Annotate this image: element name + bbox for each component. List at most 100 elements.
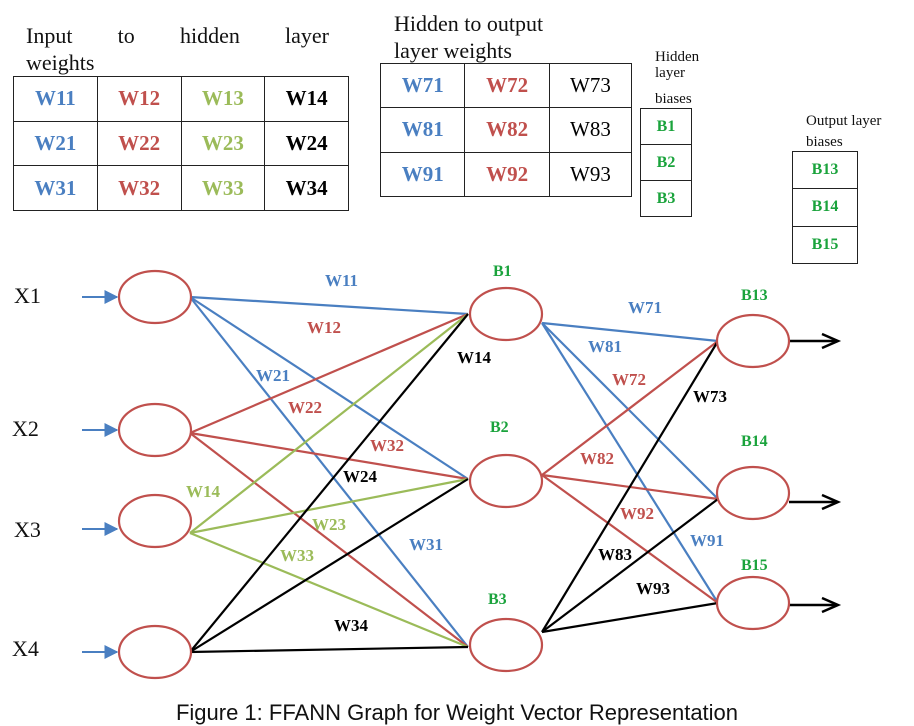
- hidden-bias-label: B3: [488, 591, 507, 608]
- table-row: W91 W92 W93: [379, 151, 633, 198]
- output-bias-label: B15: [741, 557, 768, 574]
- table-cell: W83: [548, 107, 633, 153]
- table-row: W31 W32 W33 W34: [13, 165, 349, 211]
- ob-title-line1: Output layer: [806, 113, 882, 129]
- hb-title-line1: Hidden: [655, 49, 700, 65]
- edge-w83: [541, 498, 719, 633]
- input-label: X2: [12, 416, 39, 441]
- hidden-bias-table: B1 B2 B3: [640, 108, 692, 217]
- edge-w33: [189, 531, 469, 649]
- table-cell: W82: [464, 107, 550, 153]
- table-cell: B13: [792, 150, 858, 190]
- hidden-bias-label: B1: [493, 263, 512, 280]
- input-label: X3: [14, 517, 41, 542]
- edge-w92: [541, 474, 719, 604]
- edge-w72: [541, 340, 719, 476]
- table-cell: W13: [180, 76, 266, 122]
- input-label: X1: [14, 283, 41, 308]
- table-cell: W93: [548, 151, 633, 198]
- hidden-node: [468, 286, 544, 342]
- input-label: X4: [12, 636, 39, 661]
- edge-weight-label: W73: [693, 387, 727, 406]
- edge-weight-label: W22: [288, 398, 322, 417]
- edges-layer: [189, 295, 719, 654]
- table-cell: W23: [180, 120, 266, 167]
- edge-w71: [541, 321, 719, 343]
- edge-w73: [541, 340, 719, 633]
- output-node: [715, 465, 791, 521]
- input-node: [117, 624, 193, 680]
- edge-w12: [189, 312, 469, 435]
- edge-w21: [189, 296, 469, 480]
- io-arrows-layer: [82, 290, 842, 659]
- table-cell: B15: [792, 225, 858, 265]
- ih-title-word: hidden: [179, 23, 240, 48]
- edge-weight-label: W23: [312, 515, 346, 534]
- input-node: [117, 402, 193, 458]
- edge-weight-label: W83: [598, 545, 632, 564]
- edge-weight-label: W24: [343, 467, 378, 486]
- table-cell: B1: [640, 108, 692, 145]
- edge-weight-label: W71: [628, 298, 662, 317]
- nodes-layer: [117, 269, 791, 680]
- input-node: [117, 493, 193, 549]
- ih-title-word: to: [117, 23, 135, 48]
- edge-weight-label: W31: [409, 535, 443, 554]
- hidden-node: [468, 617, 544, 673]
- output-bias-label: B14: [741, 433, 768, 450]
- hidden-output-weights-table: W71 W72 W73 W81 W82 W83 W91 W92 W93: [379, 62, 633, 198]
- table-cell: W92: [464, 151, 550, 198]
- edge-weight-label: W82: [580, 449, 614, 468]
- table-row: B3: [640, 180, 692, 217]
- edge-w34: [189, 645, 469, 654]
- output-node: [715, 313, 791, 369]
- table-cell: B3: [640, 180, 692, 217]
- edge-weight-label: W72: [612, 370, 646, 389]
- hidden-node: [468, 453, 544, 509]
- table-cell: W14: [264, 76, 349, 122]
- table-cell: W72: [464, 62, 550, 109]
- edge-w81: [541, 322, 719, 500]
- edge-weight-label: W14: [457, 348, 492, 367]
- output-node: [715, 575, 791, 631]
- edge-w22: [189, 431, 469, 481]
- hidden-bias-label: B2: [490, 419, 509, 436]
- edge-w91: [541, 322, 719, 604]
- edge-weight-label: W12: [307, 318, 341, 337]
- edge-weight-label: W92: [620, 504, 654, 523]
- ho-table-title-line2: layer weights: [394, 38, 512, 63]
- edge-weight-label: W91: [690, 531, 724, 550]
- edge-w13: [189, 313, 469, 534]
- output-arrow-icon: [789, 596, 842, 614]
- table-cell: W31: [13, 165, 98, 211]
- table-row: B1: [640, 108, 692, 145]
- ih-title-word: Input: [26, 23, 73, 48]
- table-cell: W33: [180, 165, 266, 211]
- edge-w31: [189, 296, 469, 648]
- output-bias-table: B13 B14 B15: [792, 150, 858, 265]
- edge-weight-label: W81: [588, 337, 622, 356]
- table-row: W21 W22 W23 W24: [13, 120, 349, 167]
- table-cell: W91: [379, 151, 466, 198]
- edge-w23: [189, 477, 469, 535]
- figure-caption: Figure 1: FFANN Graph for Weight Vector …: [175, 700, 739, 725]
- edge-weight-label: W32: [370, 436, 404, 455]
- edge-w14: [189, 313, 469, 653]
- table-row: B15: [792, 225, 858, 265]
- table-cell: W73: [548, 62, 633, 109]
- table-cell: W11: [13, 76, 98, 122]
- edge-weight-label: W14: [186, 482, 221, 501]
- edge-w24: [189, 478, 469, 653]
- edge-w32: [189, 432, 469, 648]
- table-row: W81 W82 W83: [379, 107, 633, 153]
- ih-title-word: layer: [285, 23, 329, 48]
- edge-weight-label: W34: [334, 616, 369, 635]
- table-cell: W32: [96, 165, 182, 211]
- edge-weight-label: W21: [256, 366, 290, 385]
- table-cell: W34: [264, 165, 349, 211]
- ih-table-title-line2: weights: [26, 50, 95, 75]
- edge-weight-label: W33: [280, 546, 314, 565]
- input-node: [117, 269, 193, 325]
- edge-weight-label: W11: [325, 271, 358, 290]
